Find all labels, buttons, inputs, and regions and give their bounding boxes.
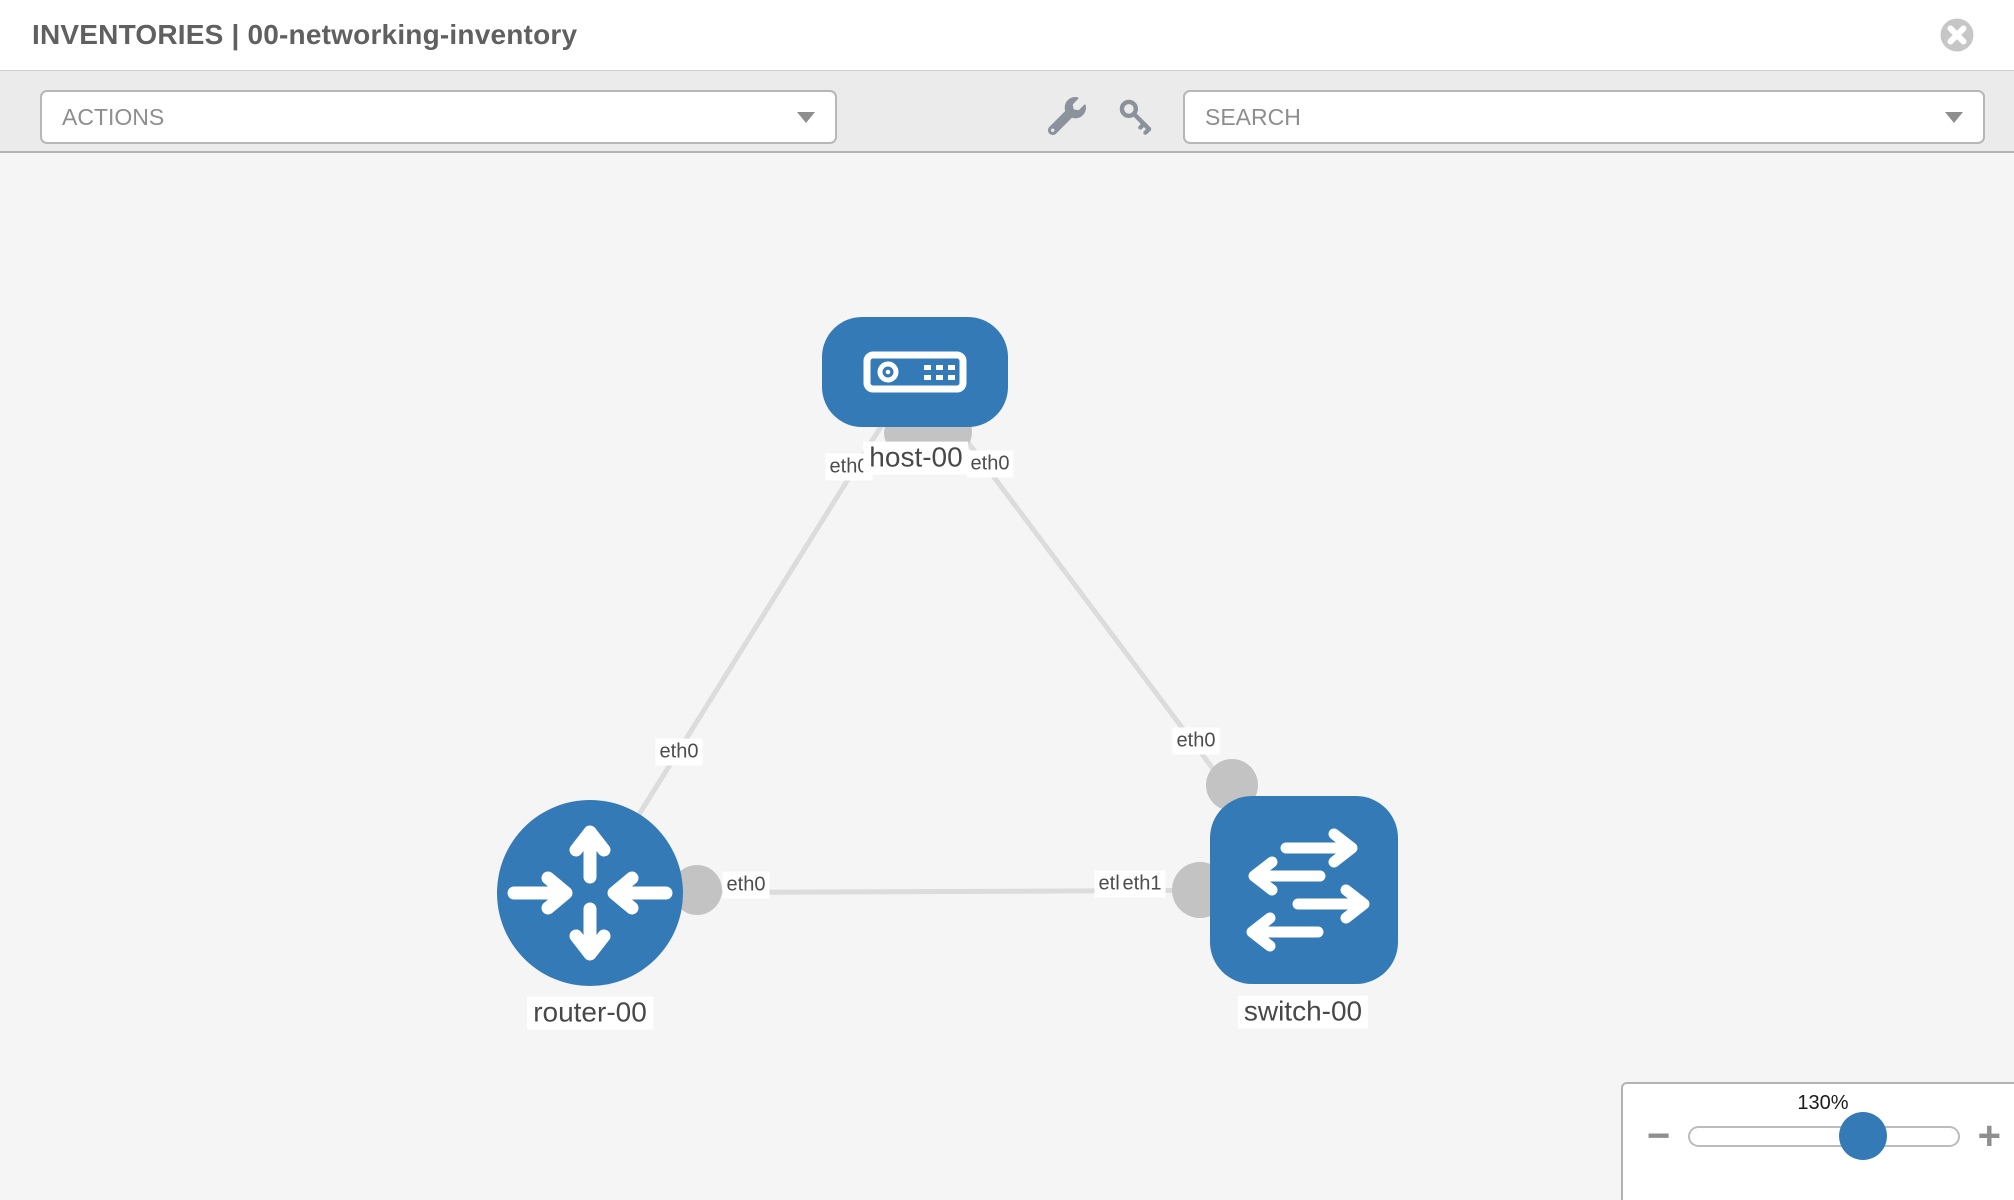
- caret-down-icon: [797, 111, 815, 123]
- interface-label: eth0: [722, 871, 770, 899]
- zoom-value: 130%: [1797, 1092, 1849, 1114]
- interface-label: eth0: [655, 738, 703, 766]
- caret-down-icon: [1945, 111, 1963, 123]
- interface-label: eth1: [1118, 870, 1166, 898]
- interface-dot: [672, 865, 722, 915]
- zoom-out-button[interactable]: −: [1647, 1114, 1671, 1158]
- search-dropdown[interactable]: SEARCH: [1183, 90, 1985, 144]
- close-button[interactable]: [1936, 14, 1978, 56]
- node-router-00[interactable]: [497, 800, 683, 986]
- zoom-in-button[interactable]: +: [1977, 1114, 2001, 1158]
- page-header: INVENTORIES | 00-networking-inventory: [0, 0, 2014, 71]
- zoom-slider-track[interactable]: [1688, 1112, 1960, 1160]
- node-label-host-00: host-00: [863, 441, 969, 475]
- key-icon: [1119, 99, 1152, 135]
- node-label-router-00: router-00: [527, 996, 653, 1030]
- node-label-switch-00: switch-00: [1237, 995, 1369, 1029]
- node-host-00[interactable]: [822, 317, 1008, 427]
- node-switch-00[interactable]: [1210, 796, 1398, 984]
- wrench-button[interactable]: [1047, 97, 1086, 136]
- actions-dropdown-label: ACTIONS: [62, 103, 165, 130]
- times-circle-icon: [1940, 18, 1974, 52]
- toolbar: ACTIONS SEARCH: [0, 71, 2014, 153]
- interface-label: eth0: [1172, 727, 1220, 755]
- actions-dropdown[interactable]: ACTIONS: [40, 90, 837, 144]
- search-placeholder: SEARCH: [1205, 103, 1301, 130]
- key-button[interactable]: [1117, 97, 1155, 135]
- page-title: INVENTORIES | 00-networking-inventory: [32, 19, 578, 50]
- zoom-control-panel: 130% − +: [1621, 1082, 2014, 1200]
- interface-label: eth0: [966, 450, 1014, 478]
- zoom-slider-knob[interactable]: [1838, 1112, 1887, 1160]
- wrench-icon: [1047, 97, 1086, 136]
